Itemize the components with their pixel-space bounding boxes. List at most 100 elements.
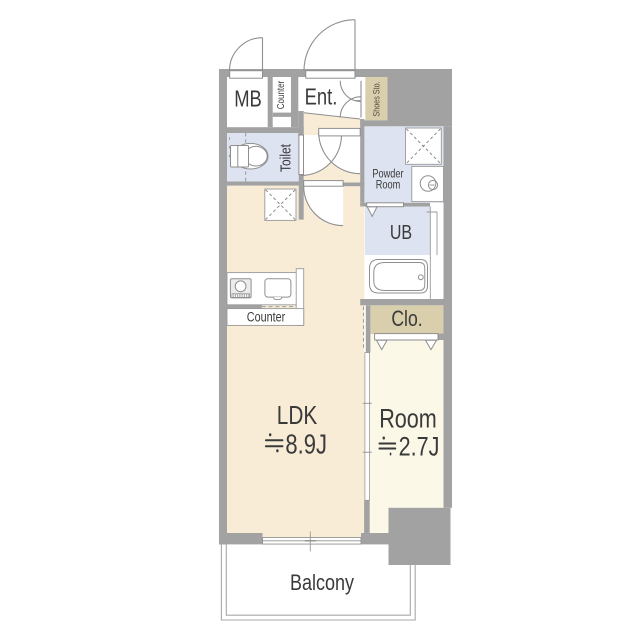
wall-kitchen-stub — [227, 304, 262, 309]
wall-partition-lower — [364, 500, 370, 533]
toilet-door-arc — [300, 134, 343, 177]
bedroom-label: Room — [378, 403, 437, 434]
ldk-door-swing-fill — [303, 186, 344, 226]
wall-counter-niche — [272, 112, 291, 117]
door-swing-fills — [301, 132, 361, 226]
washing-machine-diag-2 — [405, 128, 441, 164]
counter-nook-label: Counter — [276, 80, 287, 110]
wall-block-bottom-right — [388, 507, 451, 565]
shoe-cabinet-door-arc-lower — [339, 96, 362, 118]
wall-fridge-stub — [298, 185, 304, 220]
ub-folding-door-bar — [366, 202, 405, 208]
ldk-label: LDK — [276, 399, 317, 430]
wall-ent-divider — [291, 77, 299, 128]
ldk-area-label: 8.9J — [265, 430, 327, 458]
wall-top — [219, 69, 388, 77]
washing-machine-space — [405, 127, 442, 165]
entrance-label: Ent. — [304, 83, 338, 110]
wall-left — [219, 69, 227, 545]
mb-door-leaf — [229, 70, 263, 79]
toilet-tank — [230, 145, 249, 168]
wall-toilet-east-lower — [298, 174, 304, 186]
wall-clo-west — [365, 305, 371, 353]
shoes-storage-label: Shoes Sto. — [371, 80, 382, 117]
ub-pipe-space — [426, 206, 444, 299]
unit-bath-floor — [364, 206, 430, 255]
wall-ub-clo — [360, 299, 444, 306]
mb-label: MB — [233, 85, 262, 112]
wash-basin-bowl — [419, 175, 437, 192]
door-leaves — [229, 70, 439, 341]
entrance-door-leaf — [305, 70, 356, 79]
toilet-door-leaf — [298, 134, 304, 175]
refrigerator-diag-1 — [265, 189, 296, 220]
ldk-floor — [227, 185, 365, 533]
closet-floor — [370, 305, 444, 334]
ldk-area-value: 8.9J — [285, 427, 328, 459]
wall-below-mb — [219, 127, 304, 133]
closet-folding-door-triangle-right — [424, 339, 438, 351]
door-arcs — [228, 19, 362, 227]
approximately-equal-icon — [378, 436, 397, 456]
sink — [264, 278, 292, 298]
wall-toilet-east-upper — [298, 111, 304, 136]
stove-burner — [234, 280, 247, 293]
sliding-door — [362, 352, 372, 501]
sliding-door-panel — [364, 352, 370, 501]
powder-room-label-line1: Powder — [372, 168, 404, 180]
entrance-step-line — [303, 112, 361, 120]
ldk-door-arc — [303, 186, 344, 227]
balcony-label: Balcony — [289, 569, 355, 595]
bedroom-area-label: 2.7J — [378, 431, 439, 462]
bathtub-drain — [417, 274, 424, 281]
wash-basin-faucet — [427, 179, 439, 191]
kitchen-counter-label-box — [226, 308, 305, 326]
toilet-label: Toilet — [277, 143, 295, 172]
powder-room-label: Powder Room — [372, 168, 404, 192]
wall-powder-west — [360, 119, 365, 203]
refrigerator-diag-2 — [265, 189, 296, 220]
wall-below-shoes — [360, 120, 388, 127]
wall-toilet-ldk — [227, 181, 304, 186]
ub-pipe-space-notch — [426, 211, 438, 255]
bathtub — [369, 259, 428, 294]
wall-ldk-door-east — [343, 182, 365, 187]
bedroom-area-value: 2.7J — [398, 431, 439, 462]
stove-grill-hatch — [233, 293, 249, 298]
shoes-storage-floor — [365, 76, 388, 121]
hall-door-leaf — [318, 127, 361, 137]
wash-basin-box — [411, 165, 444, 203]
bedroom-floor — [369, 334, 444, 533]
ub-folding-door-triangle — [366, 206, 378, 218]
approximately-equal-icon — [265, 433, 284, 453]
folding-door-triangles — [366, 206, 438, 351]
closet-folding-door-bar — [374, 333, 439, 341]
wall-block-top-right — [387, 69, 452, 127]
wash-basin — [411, 165, 444, 203]
wall-right — [443, 126, 452, 508]
wall-clo-bar-right — [438, 333, 444, 340]
closet-folding-door-triangle-left — [375, 339, 388, 351]
window — [262, 531, 362, 552]
closet-label: Clo. — [391, 306, 423, 332]
wall-mb-divider — [267, 77, 273, 128]
toilet-door-swing-fill — [301, 135, 342, 176]
kitchen — [226, 268, 305, 326]
sink-drain — [273, 297, 283, 301]
entrance-door-arc — [303, 19, 356, 71]
bathtub-inner — [373, 262, 426, 291]
wall-bottom-left-of-window — [219, 533, 263, 545]
hall-door-arc — [318, 132, 361, 175]
ldk-floor-window-strip — [262, 533, 361, 538]
balcony-inner-line — [225, 544, 411, 616]
shoe-cabinet-door-arc-upper — [339, 80, 362, 103]
balcony-border — [220, 544, 416, 621]
wall-bottom-right-of-window — [361, 533, 389, 545]
toilet-fixture — [230, 142, 269, 170]
powder-room-label-line2: Room — [375, 179, 401, 192]
refrigerator-space — [264, 188, 297, 221]
kitchen-counter-label: Counter — [246, 309, 285, 325]
balcony-outer-line — [220, 544, 416, 621]
